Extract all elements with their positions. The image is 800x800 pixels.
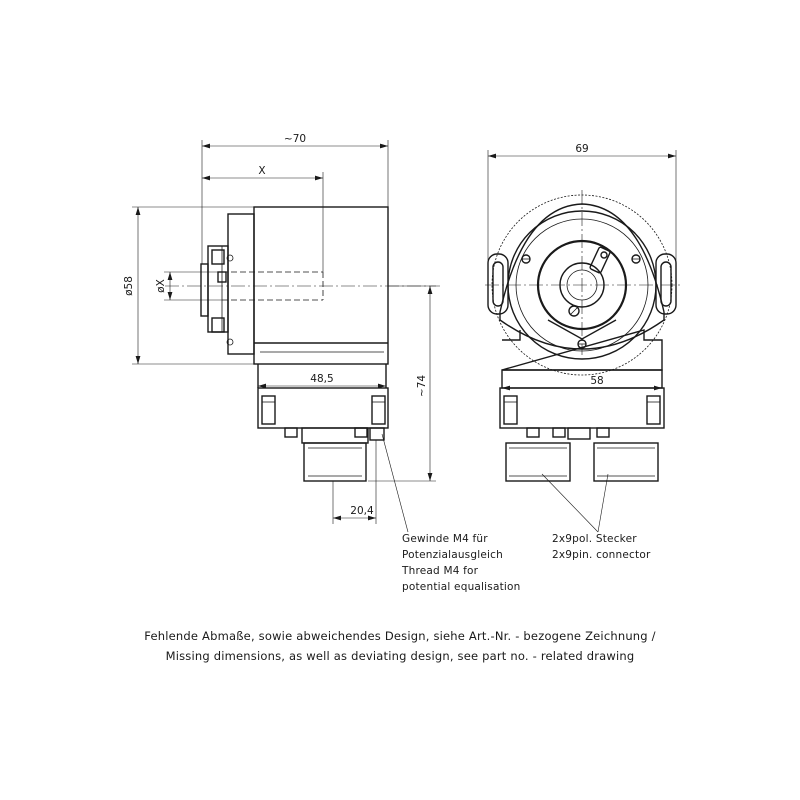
side-view [165, 206, 440, 482]
footer-note: Fehlende Abmaße, sowie abweichendes Desi… [144, 629, 655, 663]
dim-base-width-front: 58 [590, 375, 603, 387]
dim-overall-length: ~70 [284, 133, 306, 145]
svg-text:potential equalisation: potential equalisation [402, 581, 521, 593]
svg-text:Gewinde M4 für: Gewinde M4 für [402, 533, 488, 545]
side-view-dimensions [132, 140, 436, 533]
dim-front-width: 69 [575, 143, 588, 155]
dim-body-diameter: ø58 [123, 276, 135, 296]
front-view-dimensions [487, 150, 677, 533]
dim-shaft-diameter: øX [155, 279, 167, 293]
dim-base-width-side: 48,5 [310, 373, 333, 385]
front-view [485, 190, 680, 482]
connector-callout: 2x9pol. Stecker 2x9pin. connector [552, 533, 651, 561]
svg-text:Potenzialausgleich: Potenzialausgleich [402, 549, 503, 561]
svg-text:Fehlende Abmaße, sowie abweich: Fehlende Abmaße, sowie abweichendes Desi… [144, 629, 655, 643]
dim-connector-offset: 20,4 [350, 505, 374, 517]
dim-overall-height: ~74 [416, 375, 428, 397]
svg-text:Missing dimensions, as well as: Missing dimensions, as well as deviating… [166, 649, 635, 663]
dim-shaft-depth: X [258, 165, 265, 177]
svg-text:2x9pol. Stecker: 2x9pol. Stecker [552, 533, 637, 545]
thread-callout: Gewinde M4 für Potenzialausgleich Thread… [401, 533, 521, 593]
svg-text:Thread M4 for: Thread M4 for [401, 565, 479, 577]
svg-text:2x9pin. connector: 2x9pin. connector [552, 549, 651, 561]
